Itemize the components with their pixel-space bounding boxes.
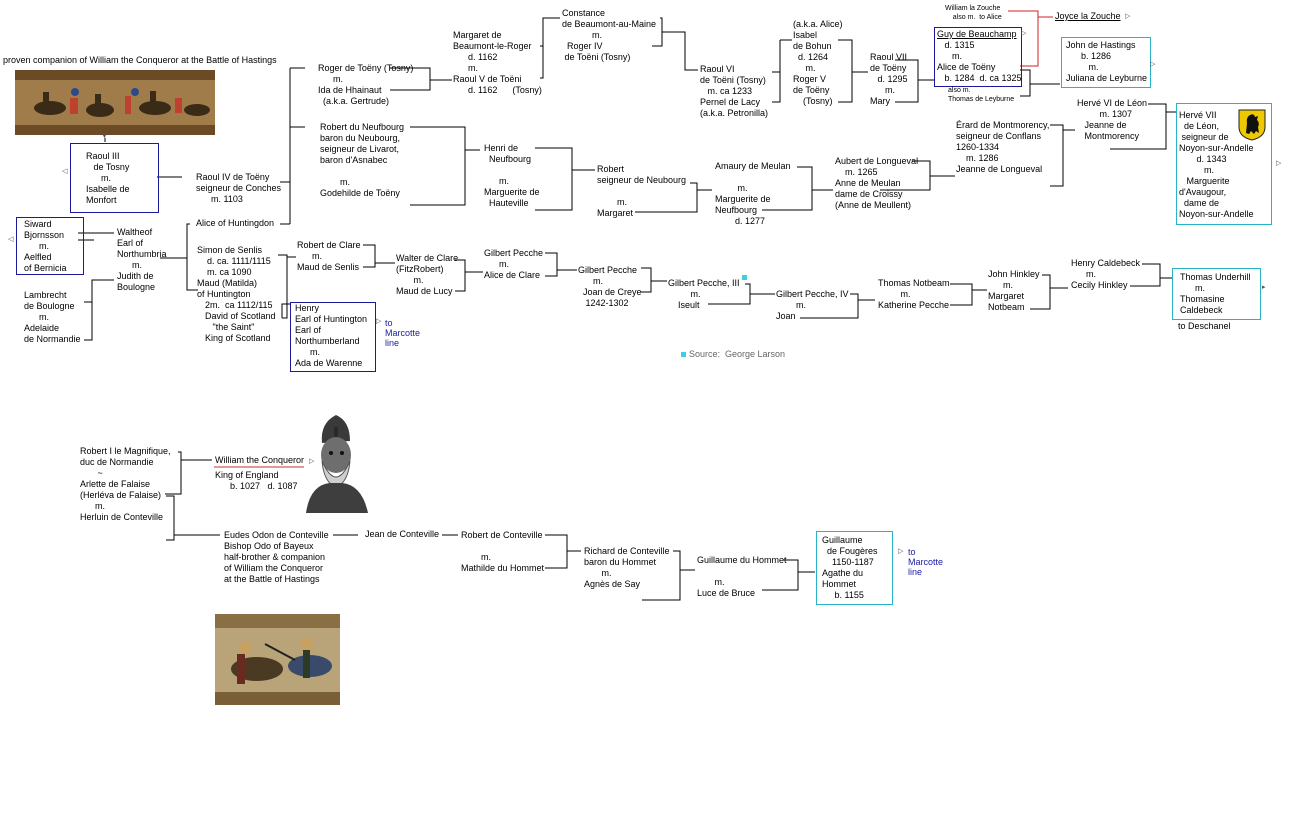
person-thomas-leyburne: also m. Thomas de Leyburne [948, 87, 1015, 103]
person-robert-magnifique: Robert I le Magnifique, duc de Normandie… [80, 446, 171, 522]
lion-coat-of-arms-icon [1238, 109, 1266, 141]
person-raoul-iv: Raoul IV de Toëny seigneur de Conches m.… [196, 172, 282, 204]
person-constance: Constance de Beaumont-au-Maine m. Roger … [562, 8, 657, 62]
person-walter-clare: Walter de Clare (FitzRobert) m. Maud de … [396, 253, 459, 296]
person-thomas-notbeam: Thomas Notbeam m. Katherine Pecche [878, 278, 950, 310]
person-amaury-meulan: Amaury de Meulan m. Marguerite de Neufbo… [715, 161, 791, 226]
person-henri-neufbourg: Henri de Neufbourg m. Marguerite de Haut… [484, 143, 540, 208]
person-guillaume-fougeres: Guillaume de Fougères 1150-1187 Agathe d… [822, 535, 878, 600]
person-waltheof: Waltheof Earl of Northumbria m. Judith d… [117, 227, 167, 292]
arrow-right-icon[interactable]: ▸ [1262, 284, 1266, 291]
arrow-right-icon[interactable]: ▷ [309, 458, 315, 465]
person-thomas-underhill: Thomas Underhill m. Thomasine Caldebeck [1180, 272, 1251, 315]
person-jean-conteville: Jean de Conteville [365, 529, 440, 539]
person-henry-huntington: Henry Earl of Huntington Earl of Northum… [295, 303, 368, 368]
person-robert-neufbourg: Robert du Neufbourg baron du Neubourg, s… [320, 122, 405, 198]
person-raoul-vii: Raoul VII de Toëny d. 1295 m. Mary [870, 52, 908, 106]
arrow-left-icon[interactable]: ◁ [8, 236, 14, 243]
person-aubert-longueval: Aubert de Longueval m. 1265 Anne de Meul… [835, 156, 919, 210]
arrow-right-icon[interactable]: ▷ [376, 318, 382, 325]
header-note: proven companion of William the Conquero… [3, 55, 277, 65]
person-box-guillaume-fougeres [816, 531, 893, 605]
person-john-hinkley: John Hinkley m. Margaret Notbeam [988, 269, 1040, 312]
arrow-left-icon[interactable]: ◁ [62, 168, 68, 175]
person-william-zouche: William la Zouche also m. to Alice [945, 5, 1002, 21]
arrow-right-icon[interactable]: ▷ [898, 548, 904, 555]
person-gilbert-pecche-i: Gilbert Pecche m. Alice de Clare [484, 248, 544, 280]
source-marker-icon [742, 275, 747, 280]
person-gilbert-pecche-ii: Gilbert Pecche m. Joan de Creye 1242-130… [578, 265, 642, 308]
person-guy-beauchamp[interactable]: Guy de Beauchamp [937, 29, 1017, 39]
arrow-right-icon[interactable]: ▷ [1150, 61, 1156, 68]
person-lambrecht: Lambrecht de Boulogne m. Adelaide de Nor… [24, 290, 81, 344]
person-box-herve-vii [1176, 103, 1272, 225]
source-note-text: Source: George Larson [689, 349, 786, 359]
arrow-down-icon: ▼ [101, 133, 108, 140]
person-isabel-bohun: (a.k.a. Alice) Isabel de Bohun d. 1264 m… [793, 19, 843, 106]
person-raoul-iii: Raoul III de Tosny m. Isabelle de Monfor… [86, 151, 130, 205]
tapestry-image [215, 614, 340, 705]
person-henry-caldebeck: Henry Caldebeck m. Cecily Hinkley [1071, 258, 1141, 290]
person-simon-senlis: Simon de Senlis d. ca. 1111/1115 m. ca 1… [197, 245, 271, 299]
person-william-conqueror-details: King of England b. 1027 d. 1087 [215, 470, 298, 491]
person-box-siward [16, 217, 84, 275]
person-richard-conteville: Richard de Conteville baron du Hommet m.… [584, 546, 670, 589]
arrow-right-icon[interactable]: ▷ [1125, 13, 1131, 20]
source-dot-icon [681, 352, 686, 358]
person-box-henry-huntington [290, 302, 376, 372]
link-to-marcotte-line[interactable]: to Marcotte line [385, 318, 421, 348]
arrow-right-icon[interactable]: ▷ [1276, 160, 1282, 167]
person-robert-neubourg: Robert seigneur de Neubourg m. Margaret [597, 164, 687, 218]
person-raoul-vi: Raoul VI de Toëni (Tosny) m. ca 1233 Per… [700, 64, 769, 118]
link-to-marcotte-line[interactable]: to Marcotte line [908, 547, 944, 577]
person-box-guy-beauchamp [934, 27, 1022, 87]
person-herve-vii: Hervé VII de Léon, seigneur de Noyon-sur… [1179, 110, 1254, 219]
arrow-right-icon[interactable]: ▷ [1021, 30, 1027, 37]
person-box-john-hastings [1061, 37, 1151, 88]
person-guy-beauchamp-details: d. 1315 m. Alice de Toëny b. 1284 d. ca … [937, 40, 1022, 83]
person-joyce-zouche[interactable]: Joyce la Zouche [1055, 11, 1121, 21]
source-note: Source: George Larson [681, 349, 785, 359]
person-guillaume-hommet: Guillaume du Hommet m. Luce de Bruce [697, 555, 787, 598]
zouche-connectors [1008, 10, 1053, 67]
person-robert-clare: Robert de Clare m. Maud de Senlis [297, 240, 361, 272]
person-john-hastings: John de Hastings b. 1286 m. Juliana de L… [1066, 40, 1148, 83]
person-margaret-beaumont: Margaret de Beaumont-le-Roger d. 1162 m.… [453, 30, 542, 95]
person-roger-toeny: Roger de Toëny (Tosny) m. Ida de Hhainau… [318, 63, 414, 106]
person-robert-conteville: Robert de Conteville m. Mathilde du Homm… [461, 530, 545, 573]
person-eudes-odon: Eudes Odon de Conteville Bishop Odo of B… [224, 530, 329, 584]
person-william-conqueror[interactable]: William the Conqueror [215, 455, 305, 465]
warrior-portrait-icon [300, 413, 372, 513]
link-to-deschanel[interactable]: to Deschanel [1178, 321, 1231, 331]
person-siward: Siward Bjornsson m. Aelfled of Bernicia [24, 219, 67, 273]
person-box-raoul-iii [70, 143, 159, 213]
person-alice-huntingdon: Alice of Huntingdon [196, 218, 275, 228]
person-gilbert-pecche-iv: Gilbert Pecche, IV m. Joan [776, 289, 849, 321]
person-herve-vi: Hervé VI de Léon m. 1307 Jeanne de Montm… [1077, 98, 1148, 141]
person-box-thomas-underhill [1172, 268, 1261, 320]
person-erard-montmorency: Érard de Montmorency, seigneur de Confla… [956, 120, 1050, 174]
tapestry-image [15, 70, 215, 135]
person-gilbert-pecche-iii: Gilbert Pecche, III m. Iseult [668, 278, 740, 310]
person-david-scotland: 2m. ca 1112/115 David of Scotland "the S… [205, 300, 276, 343]
